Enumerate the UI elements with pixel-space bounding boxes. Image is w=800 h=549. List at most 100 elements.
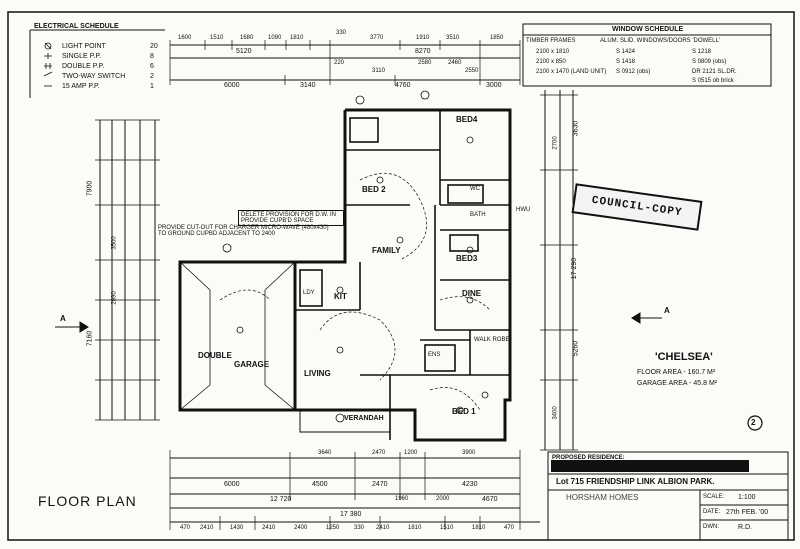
dimension-label: 1850 bbox=[490, 35, 504, 41]
room-label-ens: ENS bbox=[428, 352, 441, 358]
room-label-wc: WC bbox=[470, 186, 480, 192]
room-label-bed3: BED3 bbox=[456, 254, 478, 263]
dimension-label: 1510 bbox=[440, 525, 454, 531]
note-delete-provision: DELETE PROVISION FOR D.W. IN PROVIDE CUP… bbox=[238, 210, 344, 226]
dimension-label: 1910 bbox=[416, 35, 430, 41]
dimension-label: 330 bbox=[354, 525, 365, 531]
room-label-kit: KIT bbox=[334, 292, 347, 301]
dimension-label: 330 bbox=[336, 30, 347, 36]
room-label-dine: DINE bbox=[462, 289, 482, 298]
date-value: 27th FEB. '00 bbox=[726, 509, 769, 516]
dimension-label: 1430 bbox=[230, 525, 244, 531]
dimension-label: 2460 bbox=[448, 60, 462, 66]
dimension-label: 3140 bbox=[300, 82, 316, 89]
dimension-label: 12 720 bbox=[270, 496, 292, 503]
dimension-label: 2410 bbox=[262, 525, 276, 531]
dimension-label: 3400 bbox=[552, 406, 559, 420]
dimension-label: 2400 bbox=[294, 525, 308, 531]
room-label-double: DOUBLE bbox=[198, 351, 232, 360]
dimension-label: 5120 bbox=[236, 48, 252, 55]
window-item: S 0912 (obs) bbox=[616, 69, 651, 75]
dimension-label: 1960 bbox=[395, 496, 409, 502]
dimension-label: 2890 bbox=[111, 291, 118, 305]
window-item: S 1424 bbox=[616, 49, 636, 55]
dimension-label: 6000 bbox=[224, 82, 240, 89]
dimension-label: 8270 bbox=[415, 48, 431, 55]
section-marker-left: A bbox=[60, 314, 66, 323]
floor-area: FLOOR AREA - 160.7 M² bbox=[637, 369, 716, 376]
dimension-label: 6000 bbox=[224, 481, 240, 488]
dimension-label: 7900 bbox=[86, 180, 94, 197]
schedule-row-count: 8 bbox=[150, 53, 154, 60]
dimension-label: 2470 bbox=[372, 481, 388, 488]
dimension-label: 3500 bbox=[111, 236, 118, 250]
scale-label: SCALE: bbox=[703, 494, 725, 500]
dimension-label: 4500 bbox=[312, 481, 328, 488]
dimension-label: 2470 bbox=[372, 450, 386, 456]
section-marker-right: A bbox=[664, 306, 670, 315]
garage-area: GARAGE AREA - 45.8 M² bbox=[637, 380, 718, 387]
window-schedule-title: WINDOW SCHEDULE bbox=[612, 26, 684, 33]
window-item: S 0515 ob brick bbox=[692, 78, 734, 84]
dimension-label: 4760 bbox=[395, 82, 411, 89]
dimension-label: 2410 bbox=[200, 525, 214, 531]
dimension-label: 4670 bbox=[482, 496, 498, 503]
dimension-label: 470 bbox=[504, 525, 515, 531]
house-name: 'CHELSEA' bbox=[655, 351, 713, 363]
room-label-family: FAMILY bbox=[372, 246, 401, 255]
room-label-bed2: BED 2 bbox=[362, 185, 386, 194]
schedule-row-label: DOUBLE P.P. bbox=[62, 63, 105, 70]
room-label-ldy: LDY bbox=[303, 290, 315, 296]
dimension-label: 1090 bbox=[268, 35, 282, 41]
drawing-title: FLOOR PLAN bbox=[38, 493, 137, 509]
schedule-row-count: 6 bbox=[150, 63, 154, 70]
dimension-label: 17 290 bbox=[571, 257, 579, 280]
dimension-label: 1510 bbox=[210, 35, 224, 41]
dimension-label: 3640 bbox=[318, 450, 332, 456]
dimension-label: 4230 bbox=[462, 481, 478, 488]
redaction-bar bbox=[551, 460, 749, 472]
window-item: 2100 x 1470 (LAND UNIT) bbox=[536, 69, 607, 75]
dimension-label: 3900 bbox=[462, 450, 476, 456]
dimension-label: 3630 bbox=[572, 120, 580, 137]
window-item: DR 2121 SL.DR. bbox=[692, 69, 737, 75]
note-provide-cutout: PROVIDE CUT-OUT FOR CHARGER MICRO-WAVE (… bbox=[158, 225, 329, 237]
schedule-row-label: TWO-WAY SWITCH bbox=[62, 73, 126, 80]
dimension-label: 1810 bbox=[472, 525, 486, 531]
site-address: Lot 715 FRIENDSHIP LINK ALBION PARK. bbox=[556, 477, 715, 486]
dimension-label: 5260 bbox=[572, 340, 580, 357]
schedule-row-count: 2 bbox=[150, 73, 154, 80]
room-label-living: LIVING bbox=[304, 369, 331, 378]
room-label-bed4: BED4 bbox=[456, 115, 478, 124]
room-label-bath: BATH bbox=[470, 212, 486, 218]
drawn-value: R.D. bbox=[738, 524, 752, 531]
dimension-label: 3000 bbox=[486, 82, 502, 89]
dimension-label: 3510 bbox=[446, 35, 460, 41]
room-label-verandah: VERANDAH bbox=[344, 415, 384, 422]
window-item: S 0809 (obs) bbox=[692, 59, 727, 65]
dimension-label: 17 380 bbox=[340, 511, 362, 518]
dimension-label: 7160 bbox=[86, 330, 94, 347]
dimension-label: 1250 bbox=[326, 525, 340, 531]
dimension-label: 470 bbox=[180, 525, 191, 531]
dimension-label: 2550 bbox=[465, 68, 479, 74]
dimension-label: 2410 bbox=[376, 525, 390, 531]
window-item: 2100 x 850 bbox=[536, 59, 566, 65]
window-item: S 1418 bbox=[616, 59, 636, 65]
electrical-schedule-title: ELECTRICAL SCHEDULE bbox=[34, 23, 119, 30]
window-schedule-header: TIMBER FRAMES bbox=[526, 38, 576, 44]
window-item: S 1218 bbox=[692, 49, 712, 55]
room-label-walk-robe: WALK ROBE bbox=[474, 337, 510, 343]
room-label-garage: GARAGE bbox=[234, 360, 270, 369]
note-hwu: HWU bbox=[516, 207, 531, 213]
dimension-label: 1680 bbox=[240, 35, 254, 41]
dimension-label: 2000 bbox=[436, 496, 450, 502]
schedule-row-label: SINGLE P.P. bbox=[62, 53, 102, 60]
schedule-row-label: 15 AMP P.P. bbox=[62, 83, 100, 90]
date-label: DATE: bbox=[703, 509, 721, 515]
dimension-label: 2700 bbox=[552, 136, 559, 150]
sheet-number: 2 bbox=[751, 418, 756, 427]
window-item: 2100 x 1810 bbox=[536, 49, 570, 55]
